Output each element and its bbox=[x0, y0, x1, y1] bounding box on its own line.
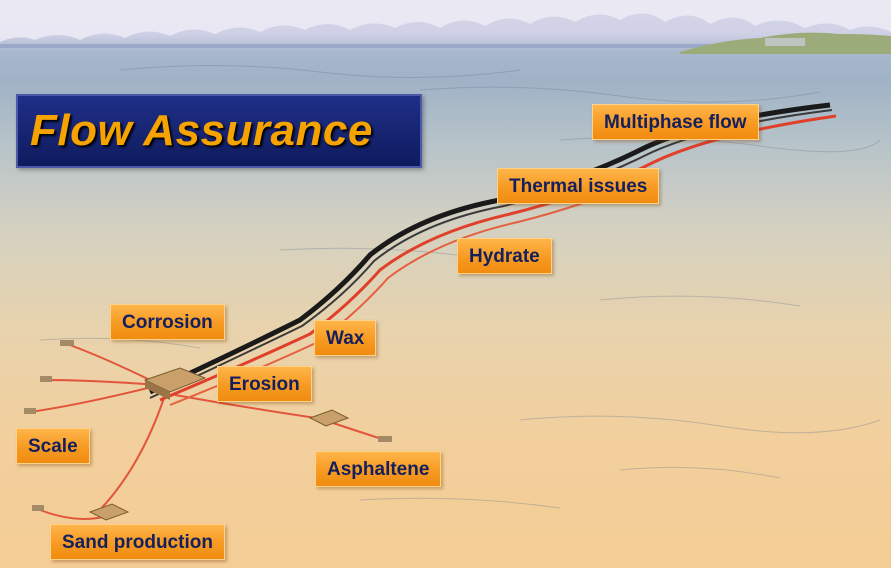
horizon bbox=[0, 44, 891, 48]
label-multiphase-flow: Multiphase flow bbox=[592, 104, 759, 140]
label-hydrate: Hydrate bbox=[457, 238, 552, 274]
label-corrosion: Corrosion bbox=[110, 304, 225, 340]
label-thermal-issues: Thermal issues bbox=[497, 168, 660, 204]
page-title: Flow Assurance bbox=[30, 106, 373, 155]
title-banner: Flow Assurance bbox=[16, 94, 422, 168]
label-sand-production: Sand production bbox=[50, 524, 225, 560]
facility-dots bbox=[765, 38, 805, 46]
pipeline-black-2 bbox=[149, 109, 833, 399]
label-wax: Wax bbox=[314, 320, 377, 356]
cloud-band bbox=[0, 0, 891, 42]
pipeline-red-2 bbox=[169, 171, 659, 406]
label-erosion: Erosion bbox=[217, 366, 312, 402]
subsea-templates bbox=[24, 340, 392, 521]
pipeline-red bbox=[159, 114, 837, 402]
label-scale: Scale bbox=[16, 428, 90, 464]
label-asphaltene: Asphaltene bbox=[315, 451, 442, 487]
